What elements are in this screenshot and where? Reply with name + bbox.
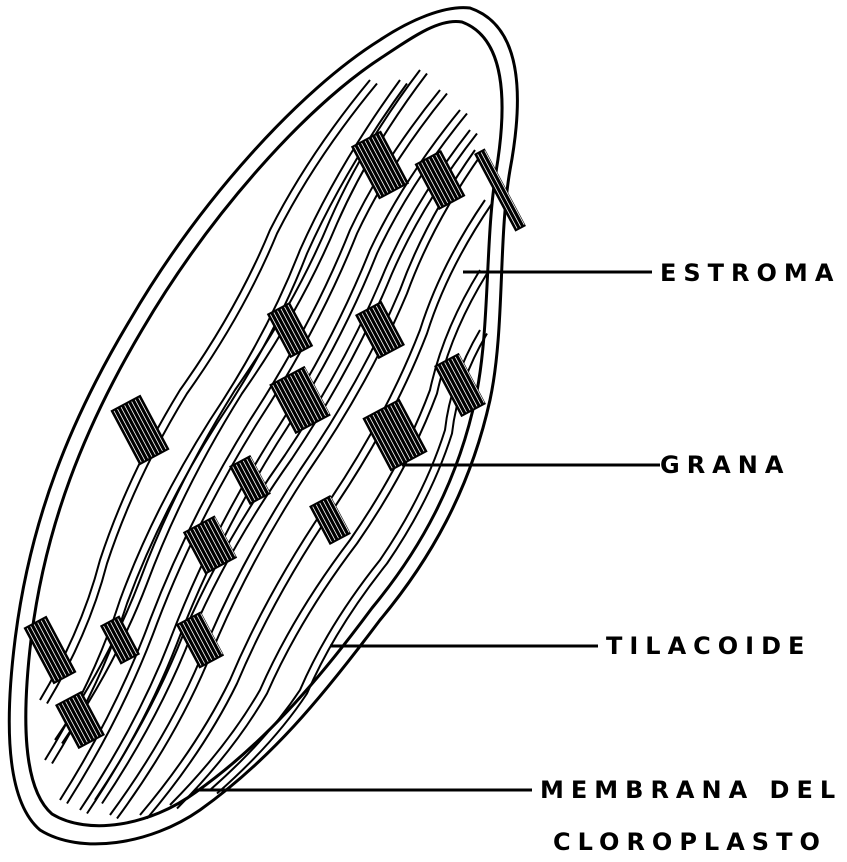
label-estroma: ESTROMA: [660, 261, 840, 285]
thylakoid-lamella: [52, 84, 407, 764]
granum: [55, 691, 105, 749]
granum-disc: [481, 152, 520, 226]
thylakoid-lamella: [102, 134, 477, 804]
label-membrana-line2: CLOROPLASTO: [553, 830, 827, 854]
granum: [110, 395, 169, 466]
granum-body: [110, 395, 169, 466]
granum: [23, 616, 76, 685]
granum-body: [362, 399, 427, 472]
label-tilacoide: TILACOIDE: [606, 634, 811, 658]
granum-body: [23, 616, 76, 685]
thylakoid-lamella: [45, 80, 400, 760]
leader-lines: [195, 272, 660, 790]
thylakoid-lamellae: [40, 70, 492, 819]
label-membrana-line1: MEMBRANA DEL: [540, 778, 842, 802]
granum: [362, 399, 427, 472]
granum: [355, 301, 405, 359]
label-grana: GRANA: [660, 453, 790, 477]
thylakoid-lamella: [47, 84, 377, 704]
